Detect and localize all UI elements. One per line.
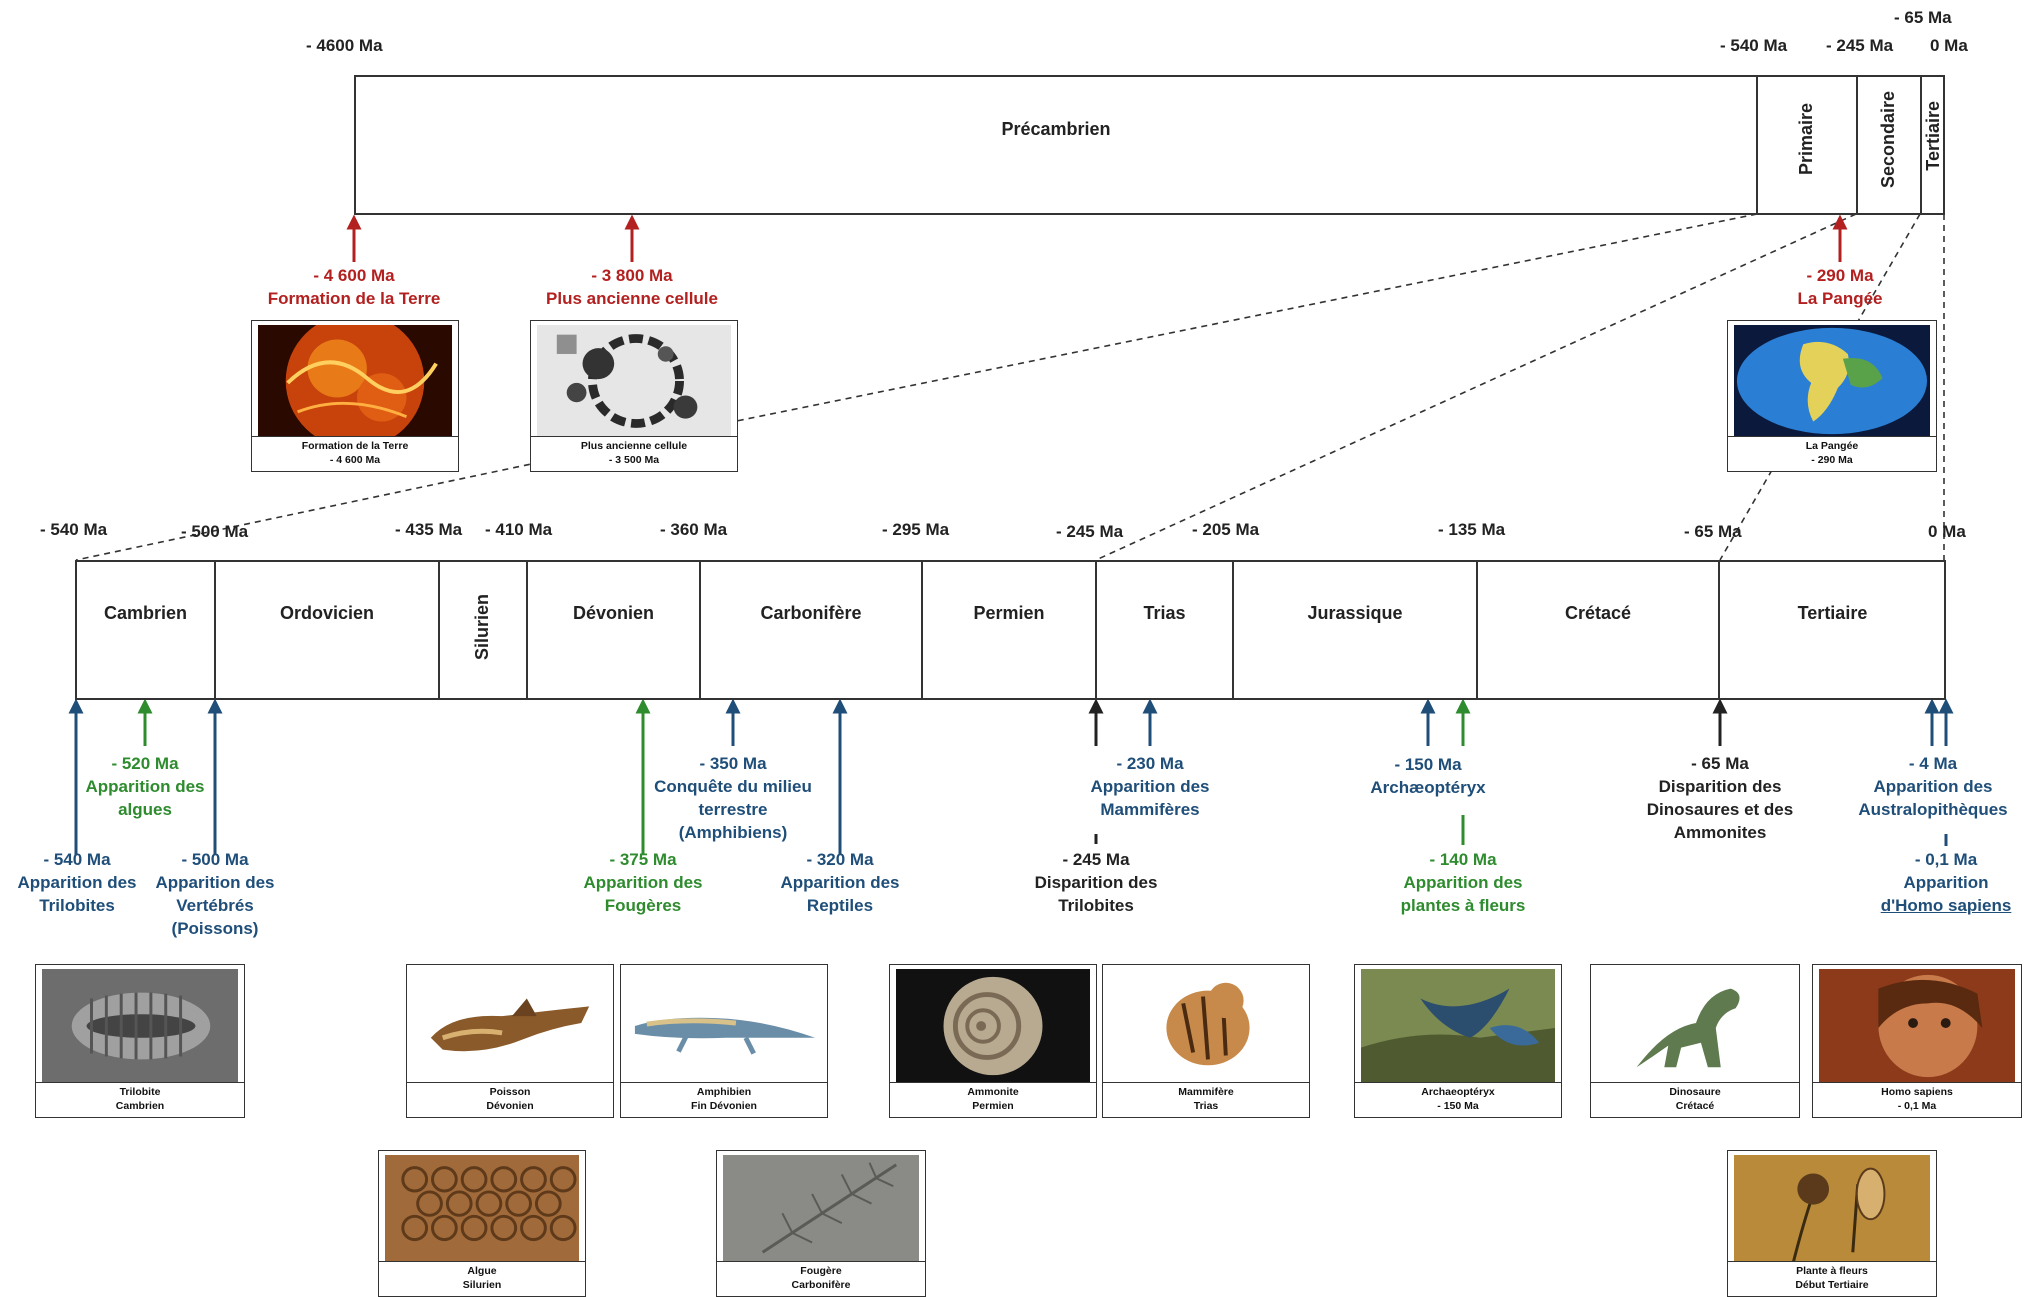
period-permien: Permien [973,603,1045,623]
tick-410: - 410 Ma [485,520,553,539]
period-jurassique: Jurassique [1307,603,1403,623]
card-archaeopteryx: Archaeoptéryx- 150 Ma [1354,964,1562,1118]
era-tertiaire-box: Tertiaire [1920,75,1945,215]
card-homo-sapiens: Homo sapiens- 0,1 Ma [1812,964,2022,1118]
tick-500: - 500 Ma [181,522,249,541]
period-ordovicien: Ordovicien [279,603,375,623]
algae-fossil-image [385,1155,579,1262]
homo-sapiens-image [1819,969,2015,1083]
period-tertiaire: Tertiaire [1797,603,1868,623]
period-trias: Trias [1143,603,1186,623]
era-precambrien-box: Précambrien [354,75,1758,215]
flowering-plant-image [1734,1155,1930,1263]
pangaea-globe-image [1734,325,1930,437]
trilobite-fossil-image [42,969,238,1083]
tick-540: - 540 Ma [40,520,108,539]
era-precambrien-label: Précambrien [1001,119,1111,139]
card-oldest-cell: Plus ancienne cellule- 3 500 Ma [530,320,738,472]
top-tick-540: - 540 Ma [1720,36,1788,55]
top-tick-65: - 65 Ma [1894,8,1952,27]
card-caption: Archaeoptéryx- 150 Ma [1355,1082,1561,1117]
card-caption: Plus ancienne cellule- 3 500 Ma [531,436,737,471]
tick-205: - 205 Ma [1192,520,1260,539]
tick-65: - 65 Ma [1684,522,1742,541]
fossil-cell-image [537,325,731,437]
zoom-line-540-left [701,213,1758,429]
top-tick-4600: - 4600 Ma [306,36,383,55]
ammonite-shell-image [896,969,1090,1083]
era-secondaire-box: Secondaire [1856,75,1922,215]
amphibian-image [627,969,821,1083]
card-caption: Formation de la Terre- 4 600 Ma [252,436,458,471]
card-caption: La Pangée- 290 Ma [1728,436,1936,471]
era-tertiaire-label: Tertiaire [1923,101,1943,171]
zoom-line-245 [1095,213,1857,561]
period-cambrien: Cambrien [103,603,188,623]
top-tick-0: 0 Ma [1930,36,1968,55]
period-silurien: Silurien [472,594,492,661]
periods-bar [75,560,1946,700]
card-caption: Homo sapiens- 0,1 Ma [1813,1082,2021,1117]
card-pangea: La Pangée- 290 Ma [1727,320,1937,472]
archaeopteryx-image [1361,969,1555,1083]
period-devonien: Dévonien [572,603,655,623]
tick-135: - 135 Ma [1438,520,1506,539]
fern-fossil-image [723,1155,919,1262]
burning-earth-image [258,313,452,449]
tick-245: - 245 Ma [1056,522,1124,541]
dinosaur-image [1597,969,1793,1083]
tick-360: - 360 Ma [660,520,728,539]
tick-0: 0 Ma [1928,522,1966,541]
era-secondaire-label: Secondaire [1878,91,1898,189]
tick-295: - 295 Ma [882,520,950,539]
top-tick-245: - 245 Ma [1826,36,1894,55]
triassic-mammal-image [1109,969,1303,1083]
tick-435: - 435 Ma [395,520,463,539]
period-carbonifere: Carbonifère [760,603,862,623]
period-cretace: Crétacé [1564,603,1632,623]
devonian-fish-image [413,969,607,1083]
era-primaire-box: Primaire [1756,75,1858,215]
card-earth-formation: Formation de la Terre- 4 600 Ma [251,313,459,472]
era-primaire-label: Primaire [1796,103,1816,176]
